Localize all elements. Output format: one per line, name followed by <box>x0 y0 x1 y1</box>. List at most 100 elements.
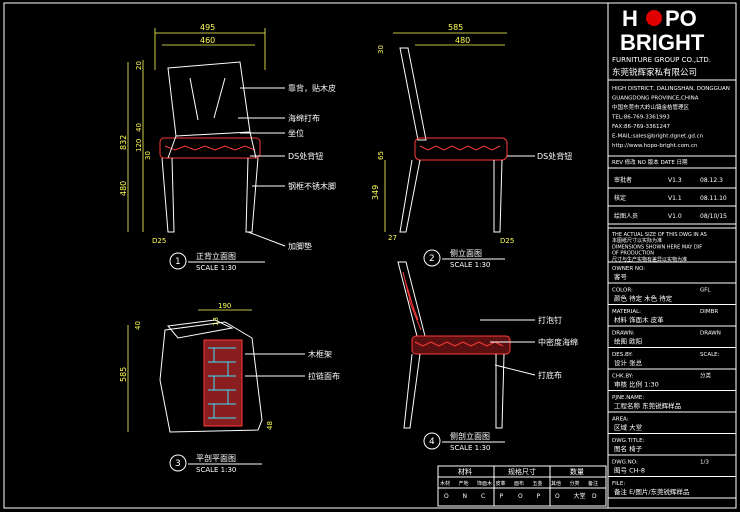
section-backrest <box>397 261 427 341</box>
row-value: GFL <box>700 288 711 294</box>
logo-bright: BRIGHT <box>620 30 705 55</box>
rev-version: V1.3 <box>668 177 682 184</box>
row-value: 分类 <box>700 372 712 380</box>
section-seat-cushion <box>411 335 511 355</box>
mt-subheader: 面布 <box>514 480 524 487</box>
rev-date: 08.11.10 <box>700 195 727 202</box>
row-label-en: OWNER NO: <box>612 266 645 272</box>
rev-name: 绘图人员 <box>614 212 638 220</box>
plan-label-fabric: 拉链面布 <box>308 371 340 381</box>
logo-po: PO <box>665 6 697 31</box>
label-backrest: 靠背，贴木皮 <box>288 83 336 93</box>
logo-dot-icon <box>646 10 662 26</box>
view2-number: 2 <box>429 254 435 264</box>
side-dim-585: 585 <box>448 23 463 32</box>
row-label-en: DWG.NO: <box>612 460 638 466</box>
side-dim-349: 349 <box>371 185 380 200</box>
row-label-en: DES.BY: <box>612 352 633 358</box>
row-label-cn: 颜色 待定 木色 待定 <box>614 294 673 303</box>
section-label-nail: 打泡钉 <box>538 315 562 325</box>
front-dim-460: 460 <box>200 36 215 45</box>
row-label-en: CHK.BY: <box>612 374 633 380</box>
row-value: 1/3 <box>700 460 709 466</box>
plan-dim-48: 48 <box>266 421 274 430</box>
front-dim-120: 120 <box>135 139 143 152</box>
company-en: FURNITURE GROUP CO.,LTD. <box>612 56 711 64</box>
address-line: GUANGDONG PROVINCE,CHINA <box>612 96 699 102</box>
view2-title: 侧立面图 <box>450 248 482 258</box>
mt-cell: P <box>537 493 541 500</box>
side-dim-d25: D25 <box>500 237 514 245</box>
front-seat-cushion <box>159 137 261 159</box>
note-line: DIMENSIONS SHOWN HERE MAY DIF <box>612 244 702 250</box>
plan-dim-585: 585 <box>119 367 128 382</box>
company-cn: 东莞锐辉家私有限公司 <box>612 67 697 78</box>
plan-label-wood: 木框架 <box>308 349 332 359</box>
view1-number: 1 <box>175 257 181 267</box>
drawing-border <box>3 2 737 509</box>
view3-title: 平剖平面图 <box>196 453 236 463</box>
front-dim-20: 20 <box>135 61 143 70</box>
row-label-cn: 设计 张总 <box>614 358 643 367</box>
row-label-cn: 区域 大堂 <box>614 423 643 432</box>
front-dim-d25: D25 <box>152 237 166 245</box>
front-dim-495: 495 <box>200 23 215 32</box>
front-backrest <box>167 61 251 137</box>
mt-cell: D <box>592 493 597 500</box>
note-line: 本图纸尺寸以实际为准 <box>612 237 662 244</box>
plan-view: 190 13 40 585 48 木框架 拉链面布 3 平剖平面图 SCALE … <box>119 302 340 474</box>
section-leg-front <box>495 353 505 429</box>
side-seat-cushion <box>414 137 508 161</box>
mt-header-1: 规格尺寸 <box>508 467 536 476</box>
side-leg-rear <box>399 159 421 233</box>
view3-scale: SCALE 1:30 <box>196 466 236 474</box>
row-value: SCALE: <box>700 352 720 358</box>
mt-subheader: 五金 <box>533 480 543 487</box>
side-dim-65: 65 <box>377 151 385 160</box>
logo-h: H <box>622 6 638 31</box>
mt-subheader: 备注 <box>588 480 598 487</box>
rev-version: V1.1 <box>668 195 682 202</box>
section-view: 打泡钉 中密度海绵 打底布 4 侧剖立面图 SCALE 1:30 <box>397 261 578 452</box>
row-label-cn: 材料 饰面木 皮革 <box>614 315 664 324</box>
plan-outline <box>159 321 263 433</box>
address-line: 中国东莞市大岭山镇金桔管理区 <box>612 103 690 111</box>
row-value: DRAWN <box>700 331 721 337</box>
note-line: OF PRODUCTION <box>612 251 654 257</box>
front-dim-40: 40 <box>135 123 143 132</box>
plan-dim-13: 13 <box>212 317 220 326</box>
label-frame: 钢框不锈木脚 <box>288 181 336 191</box>
mt-cell: O <box>444 493 449 500</box>
mt-cell: 大堂 <box>574 492 586 500</box>
mt-cell: O <box>518 493 523 500</box>
label-pin: DS处背钮 <box>288 151 323 161</box>
rev-date: 08.12.3 <box>700 177 723 184</box>
mt-cell: P <box>500 493 504 500</box>
side-view: 585 480 30 65 349 27 D25 DS处背钮 2 侧立面图 SC… <box>371 23 572 269</box>
rev-name: 审批者 <box>614 176 632 184</box>
view1-title: 正背立面图 <box>196 251 236 261</box>
view4-number: 4 <box>429 437 435 447</box>
mt-subheader: 皮革 <box>496 480 506 487</box>
view3-number: 3 <box>175 459 181 469</box>
row-value: DIMBR <box>700 309 718 315</box>
address-line: TEL:86-769-3361993 <box>611 115 670 121</box>
mt-cell: N <box>463 493 468 500</box>
plan-dim-190: 190 <box>218 302 231 310</box>
section-leg-rear <box>403 353 421 429</box>
front-dim-832: 832 <box>119 135 128 150</box>
side-backrest <box>399 47 427 141</box>
front-view: 495 460 832 480 20 40 120 30 D25 靠背，贴木皮 … <box>119 23 336 272</box>
titleblock: H PO BRIGHT FURNITURE GROUP CO.,LTD. 东莞锐… <box>608 6 736 499</box>
front-leg-left <box>161 157 175 233</box>
section-label-foam: 中密度海绵 <box>538 337 578 347</box>
front-dim-480: 480 <box>119 181 128 196</box>
mt-header-0: 材料 <box>458 467 472 476</box>
view4-scale: SCALE 1:30 <box>450 444 490 452</box>
note-line: THE ACTUAL SIZE OF THIS DWG IN AS <box>611 232 707 238</box>
mt-cell: O <box>555 493 560 500</box>
view1-scale: SCALE 1:30 <box>196 264 236 272</box>
